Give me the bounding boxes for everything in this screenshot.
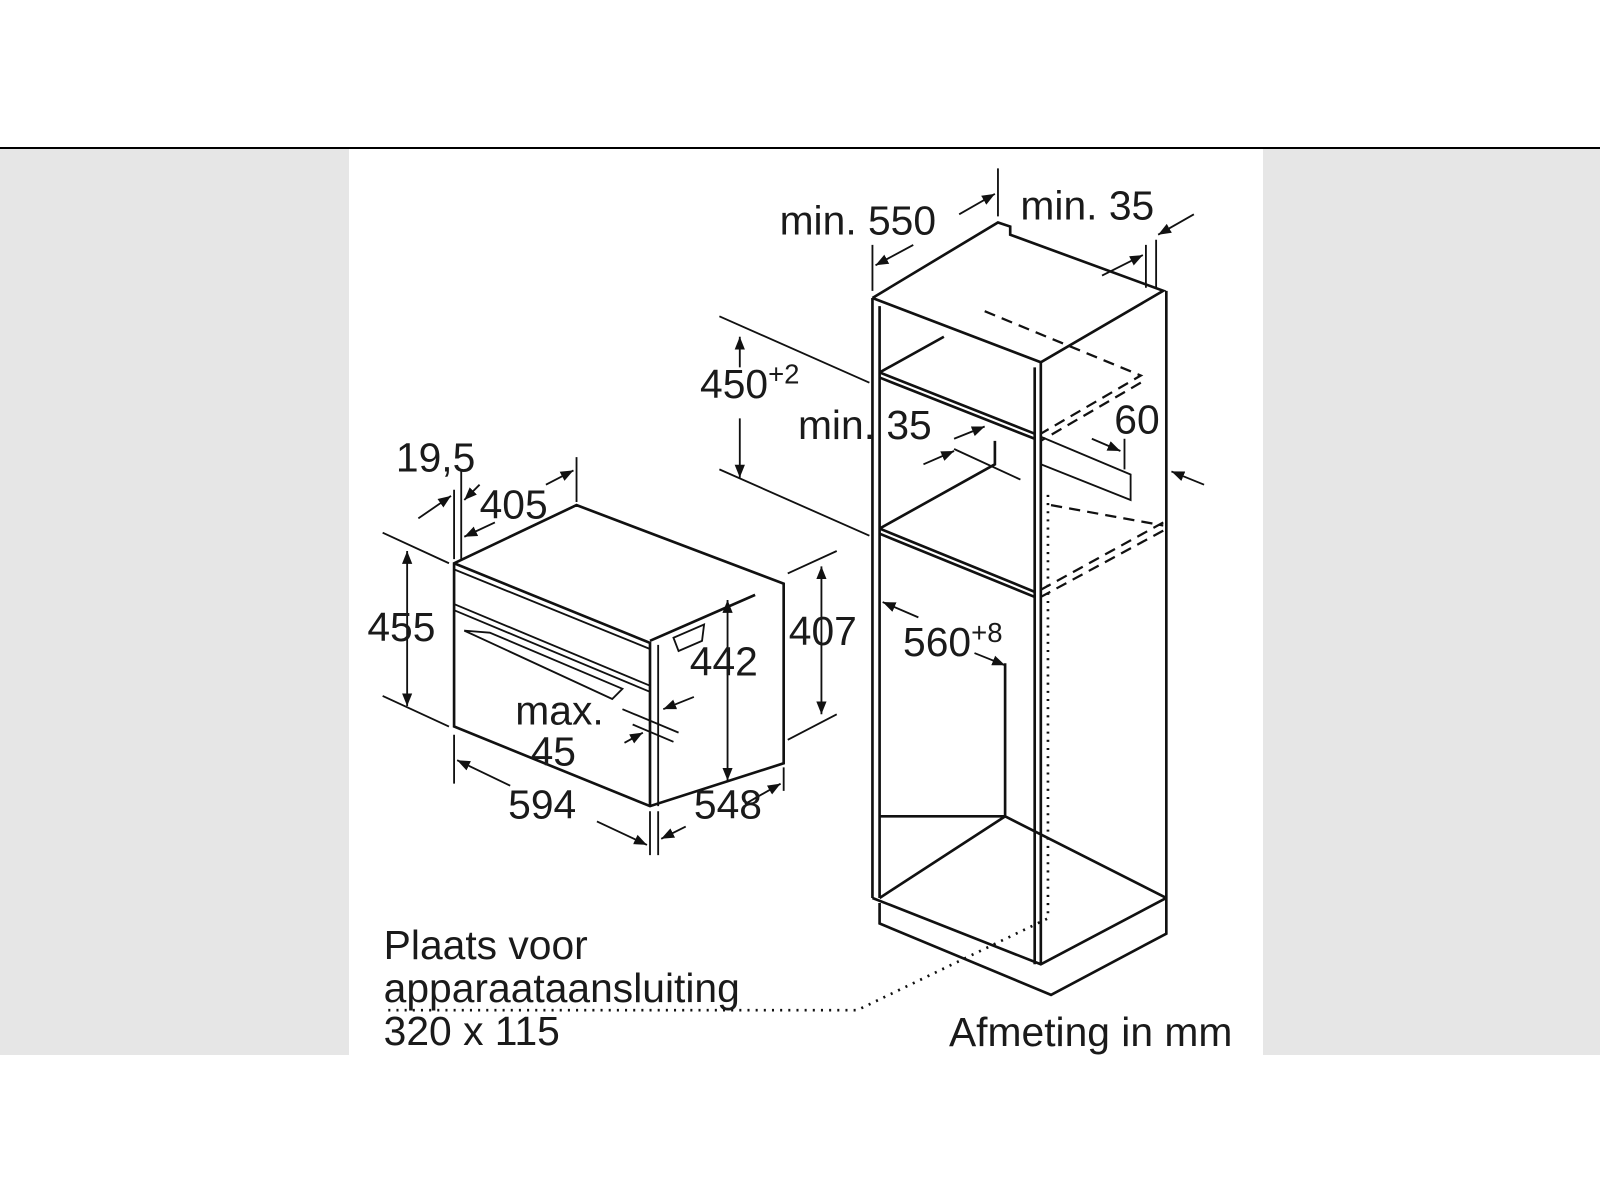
unit-note: Afmeting in mm	[949, 1009, 1232, 1055]
oven-dim-19-5: 19,5	[396, 434, 475, 480]
oven-dim-455: 455	[367, 604, 435, 650]
oven-dim-594: 594	[508, 781, 576, 827]
oven-dim-407: 407	[789, 608, 857, 654]
connection-note-line1: Plaats voor	[384, 922, 588, 968]
oven-max-label: max.	[515, 687, 603, 733]
oven-drawing	[382, 457, 838, 856]
installation-diagram: 19,5 405 455 442 407 max. 45 594 548 min…	[349, 149, 1263, 1055]
oven-dim-548: 548	[694, 781, 762, 827]
niche-width-value: 560	[903, 619, 971, 665]
diagram-svg: 19,5 405 455 442 407 max. 45 594 548 min…	[367, 168, 1232, 1055]
niche-width-tolerance: +8	[971, 617, 1002, 648]
left-margin-panel	[0, 149, 349, 1055]
cabinet-min-35-top: min. 35	[1020, 182, 1154, 228]
cabinet-min-550: min. 550	[780, 198, 936, 244]
right-margin-panel	[1263, 149, 1600, 1055]
oven-dim-405: 405	[480, 481, 548, 527]
connection-note-line3: 320 x 115	[384, 1008, 560, 1054]
oven-dim-442: 442	[690, 639, 758, 685]
cabinet-drawing	[387, 168, 1205, 1012]
niche-height-tolerance: +2	[768, 359, 799, 390]
oven-max-value: 45	[531, 728, 576, 774]
cabinet-dim-450: 450+2	[700, 359, 800, 407]
cabinet-dim-560: 560+8	[903, 617, 1003, 665]
connection-note-line2: apparaataansluiting	[384, 965, 740, 1011]
cabinet-min-35-shelf: min. 35	[798, 402, 932, 448]
top-divider	[0, 147, 1600, 149]
niche-height-value: 450	[700, 361, 768, 407]
cabinet-dim-60: 60	[1114, 397, 1159, 443]
